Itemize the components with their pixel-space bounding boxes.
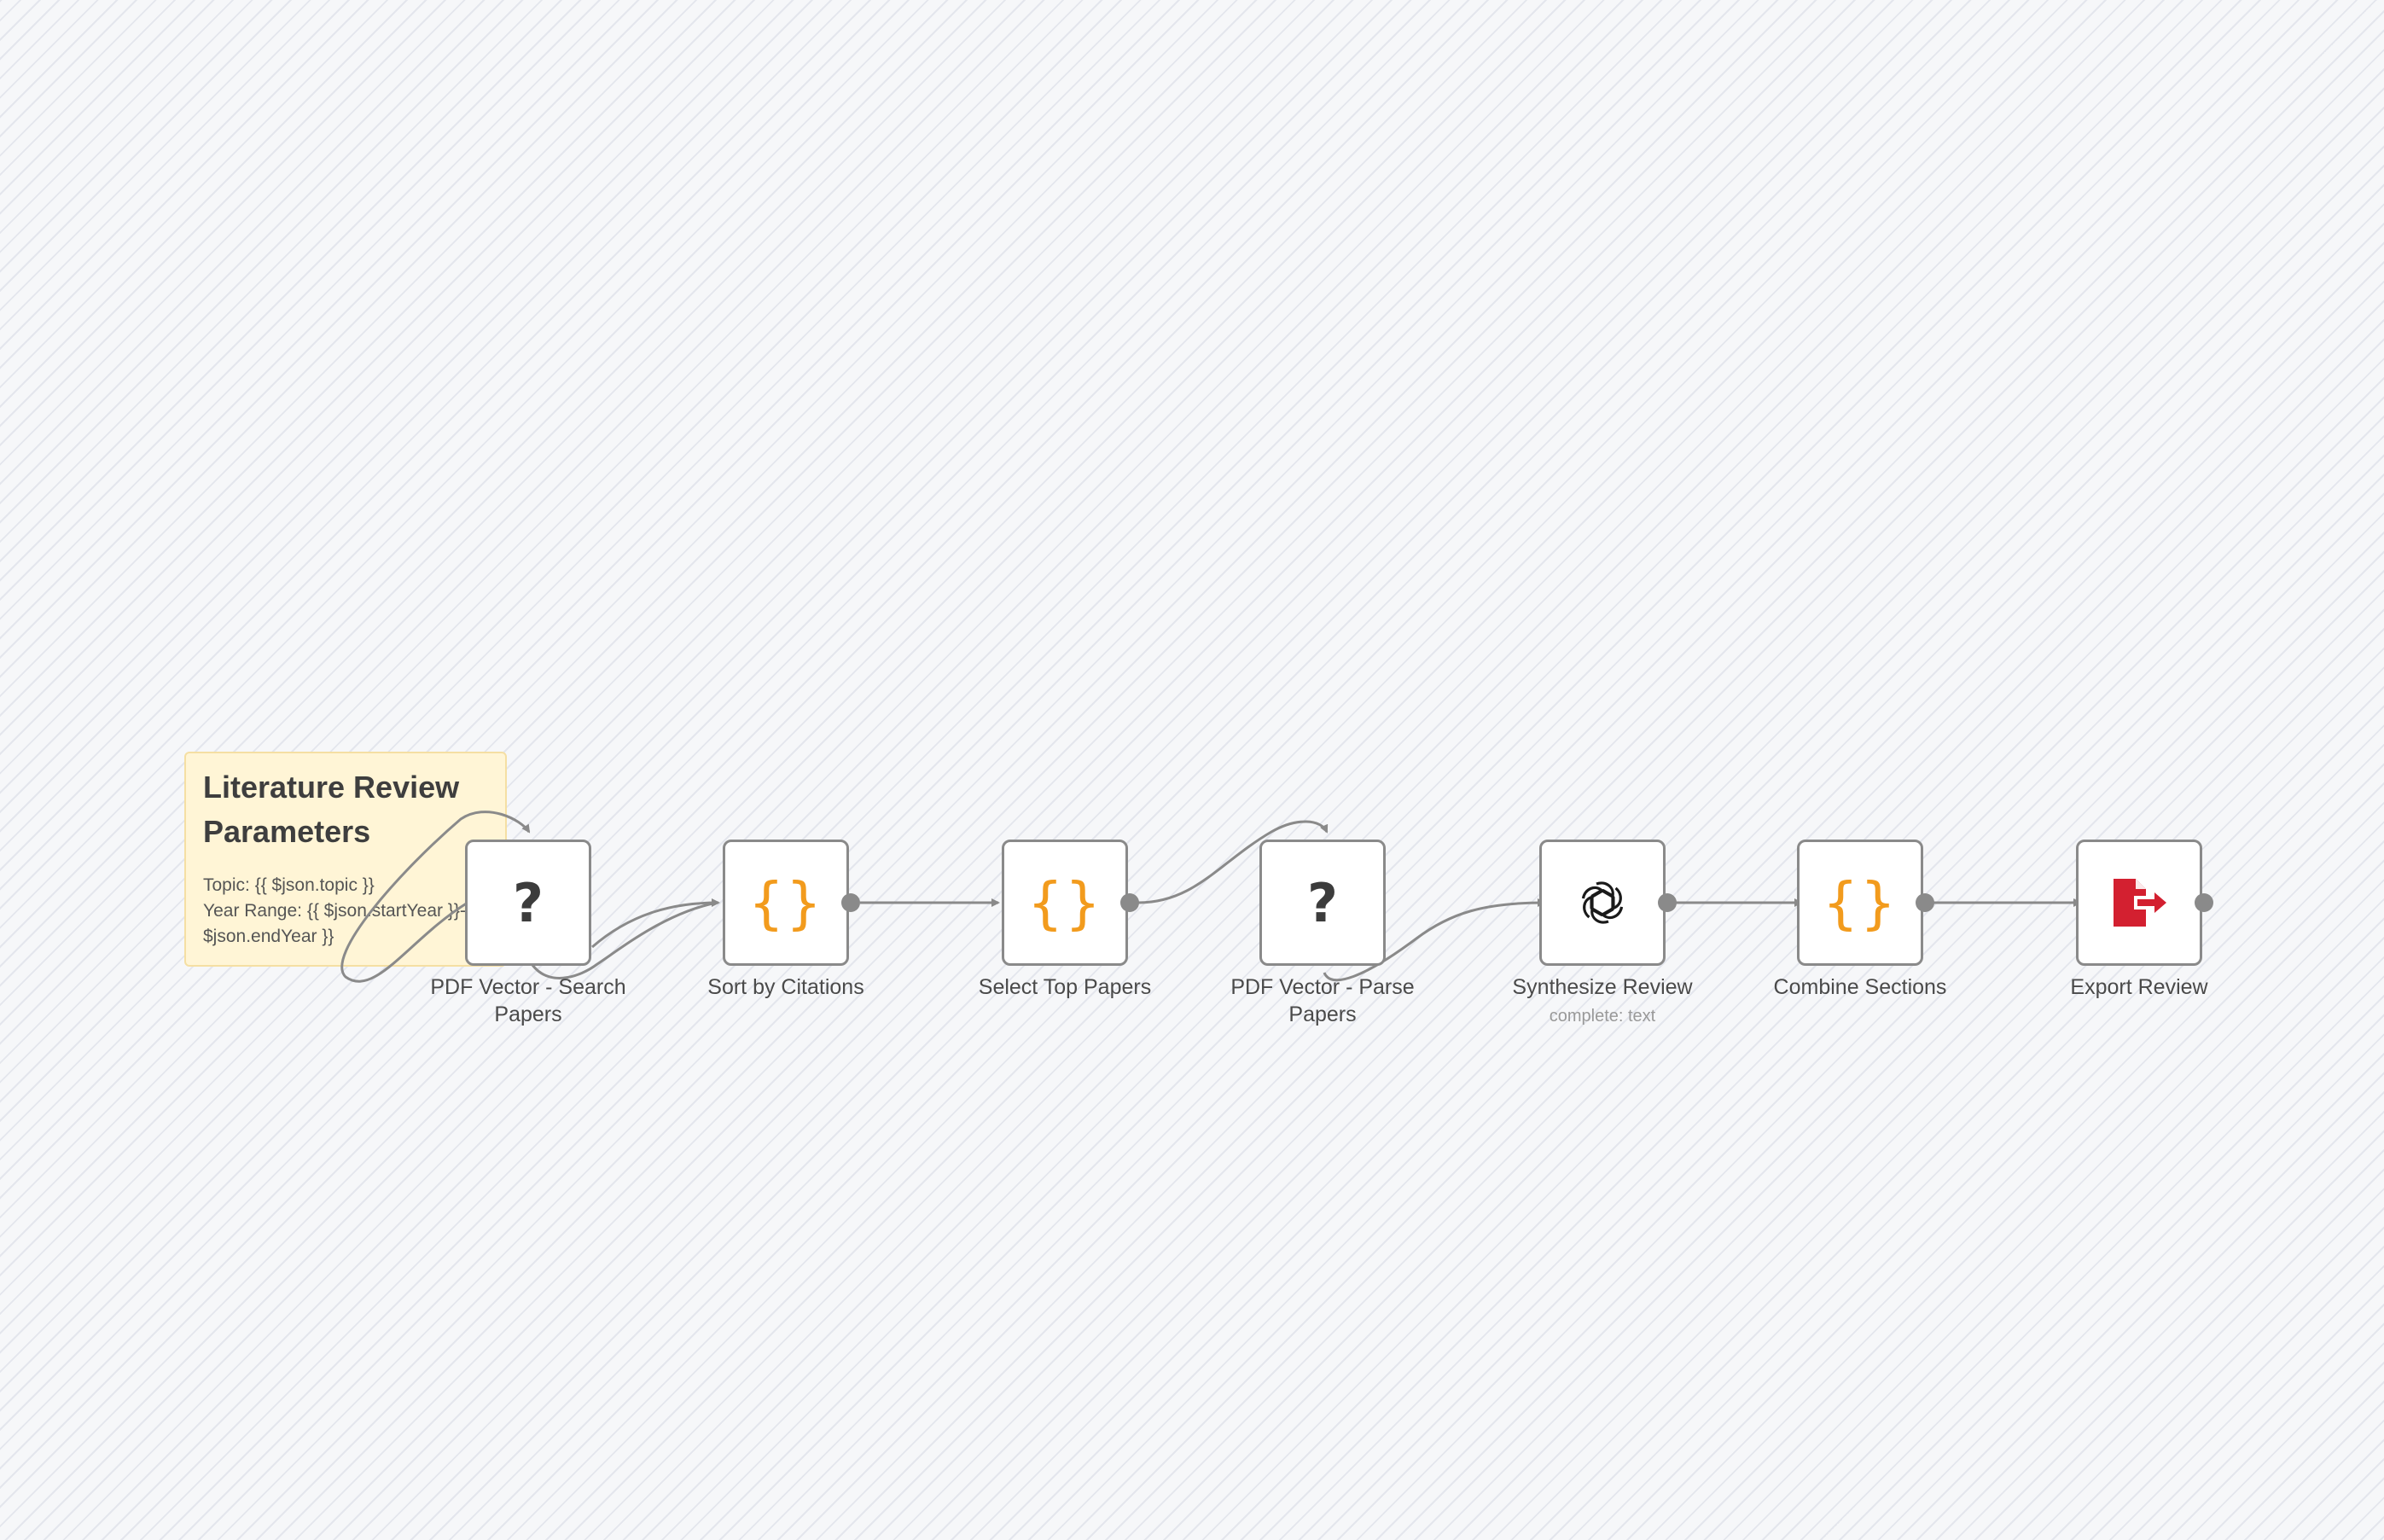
output-port-synthesize-review[interactable] — [1658, 893, 1677, 912]
question-mark-icon: ? — [1307, 871, 1338, 934]
sticky-note-title: Literature Review Parameters — [203, 770, 460, 849]
connection-search-to-sort[interactable] — [591, 898, 720, 949]
code-braces-icon: {} — [1027, 869, 1102, 936]
node-select-top-papers[interactable]: {} — [1002, 840, 1128, 966]
node-export-review[interactable] — [2076, 840, 2202, 966]
node-label-pdf-vector-parse-papers: PDF Vector - Parse Papers — [1230, 975, 1415, 1026]
node-label-synthesize-review: Synthesize Review — [1512, 975, 1693, 999]
node-label-pdf-vector-search-papers: PDF Vector - Search Papers — [430, 975, 626, 1026]
code-braces-icon: {} — [1823, 869, 1898, 936]
node-pdf-vector-parse-papers[interactable]: ? — [1259, 840, 1386, 966]
output-port-export-review[interactable] — [2195, 893, 2213, 912]
node-combine-sections[interactable]: {} — [1797, 840, 1923, 966]
node-label-select-top-papers: Select Top Papers — [978, 975, 1152, 999]
node-label-combine-sections: Combine Sections — [1773, 975, 1947, 999]
sticky-note-line-topic: Topic: {{ $json.topic }} — [203, 875, 375, 895]
output-port-select-top-papers[interactable] — [1120, 893, 1139, 912]
question-mark-icon: ? — [513, 871, 544, 934]
output-port-combine-sections[interactable] — [1916, 893, 1934, 912]
node-subtitle-synthesize-review: complete: text — [1549, 1007, 1656, 1026]
sticky-note-line-year-range: Year Range: {{ $json.startYear }}-{{ $js… — [203, 901, 478, 946]
sticky-note[interactable]: Literature Review Parameters Topic: {{ $… — [184, 752, 507, 967]
output-port-sort-by-citations[interactable] — [841, 893, 860, 912]
node-pdf-vector-search-papers[interactable]: ? — [465, 840, 591, 966]
node-label-export-review: Export Review — [2070, 975, 2208, 999]
file-export-icon — [2110, 877, 2168, 928]
code-braces-icon: {} — [748, 869, 823, 936]
sticky-note-body: Topic: {{ $json.topic }} Year Range: {{ … — [203, 873, 488, 950]
openai-icon — [1574, 875, 1631, 931]
node-sort-by-citations[interactable]: {} — [723, 840, 849, 966]
node-synthesize-review[interactable] — [1539, 840, 1666, 966]
node-label-sort-by-citations: Sort by Citations — [707, 975, 864, 999]
